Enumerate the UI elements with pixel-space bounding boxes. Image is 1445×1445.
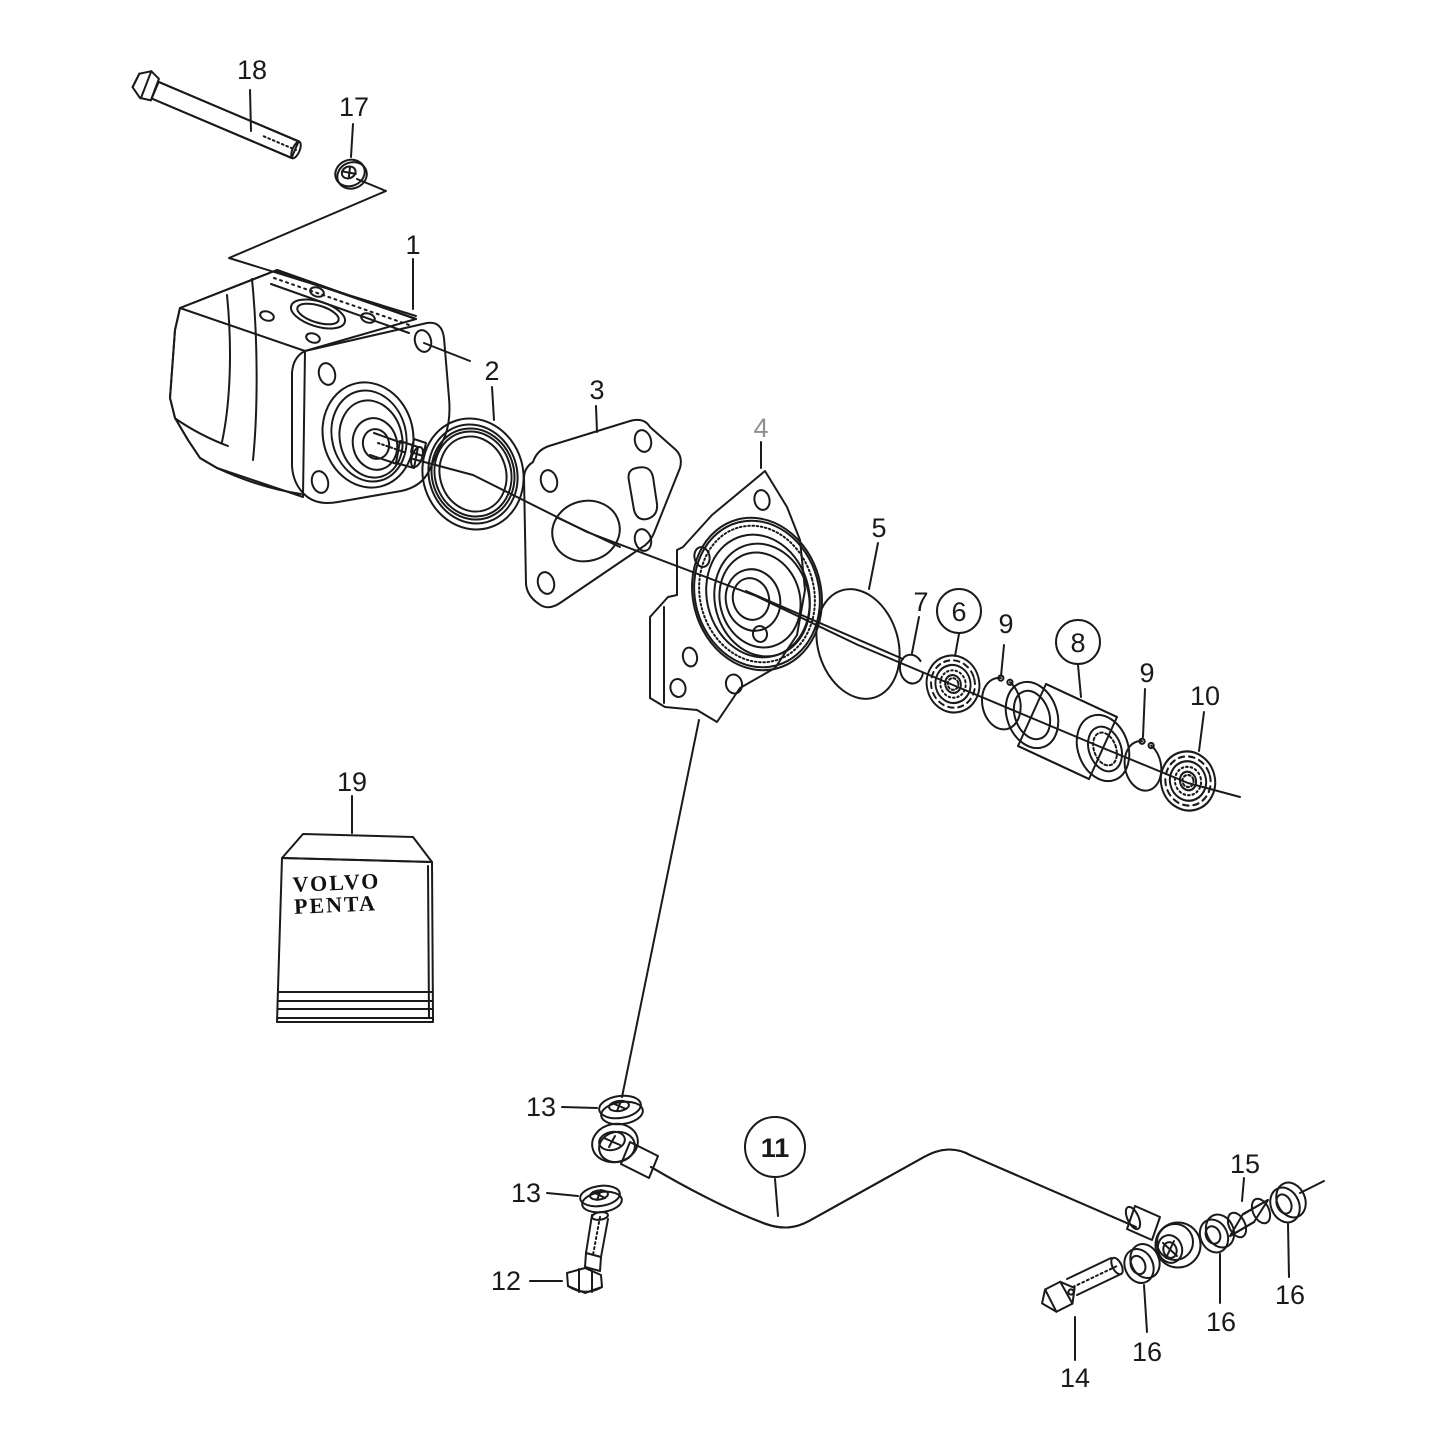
part-17-nut — [334, 158, 368, 190]
callout-8-circle[interactable] — [1055, 619, 1101, 665]
leader-flange-to-pipe — [621, 719, 700, 1098]
callout-4[interactable]: 4 — [753, 413, 768, 443]
part-1-pump-body — [169, 269, 451, 504]
part-16-washer-a — [1123, 1243, 1161, 1284]
part-6-drive-gear — [925, 654, 981, 714]
callout-18[interactable]: 18 — [237, 55, 267, 85]
callout-9a[interactable]: 9 — [998, 609, 1013, 639]
part-2-seal-ring — [421, 417, 525, 531]
callout-6-circle[interactable] — [936, 588, 982, 634]
callout-16b[interactable]: 16 — [1206, 1307, 1236, 1337]
callout-5[interactable]: 5 — [871, 513, 886, 543]
part-9-snap-ring-b — [1123, 737, 1163, 792]
callout-2[interactable]: 2 — [484, 356, 499, 386]
kit-box-brand-line2: PENTA — [293, 890, 377, 919]
callout-14[interactable]: 14 — [1060, 1363, 1090, 1393]
kit-box-brand-line1: VOLVO — [292, 868, 381, 897]
callout-15[interactable]: 15 — [1230, 1149, 1260, 1179]
leader-lines — [249, 89, 1290, 1361]
part-7-ring — [898, 653, 925, 685]
callout-7[interactable]: 7 — [913, 587, 928, 617]
callout-13a[interactable]: 13 — [526, 1092, 556, 1122]
axis-tick-right — [1299, 1180, 1325, 1194]
part-19-kit-box: VOLVO PENTA — [276, 833, 434, 1023]
part-8-coupling-sleeve — [1004, 680, 1131, 783]
part-16-washer-c — [1269, 1181, 1307, 1224]
part-5-o-ring — [815, 588, 901, 700]
callout-8[interactable]: 8 — [1070, 628, 1085, 658]
part-3-gasket — [523, 418, 682, 609]
callout-19[interactable]: 19 — [337, 767, 367, 797]
part-13-washer-b — [579, 1184, 623, 1214]
callout-3[interactable]: 3 — [589, 375, 604, 405]
part-15-spacer — [1226, 1197, 1272, 1239]
callout-12[interactable]: 12 — [491, 1266, 521, 1296]
part-13-washer-a — [598, 1094, 644, 1126]
callout-10[interactable]: 10 — [1190, 681, 1220, 711]
part-12-banjo-bolt — [566, 1211, 609, 1294]
callout-labels: 18 17 1 2 3 4 5 7 6 9 8 9 10 19 13 13 12… — [237, 55, 1305, 1393]
part-18-hex-bolt — [131, 70, 302, 160]
part-16-washer-b — [1198, 1213, 1236, 1254]
part-10-gear — [1159, 750, 1217, 812]
callout-6[interactable]: 6 — [951, 597, 966, 627]
callout-1[interactable]: 1 — [405, 230, 420, 260]
callout-9b[interactable]: 9 — [1139, 658, 1154, 688]
callout-16c[interactable]: 16 — [1275, 1280, 1305, 1310]
part-4-adapter-flange — [649, 470, 904, 723]
callout-11-highlight-circle[interactable] — [744, 1116, 806, 1178]
callout-11[interactable]: 11 — [761, 1133, 790, 1163]
callout-17[interactable]: 17 — [339, 92, 369, 122]
callout-13b[interactable]: 13 — [511, 1178, 541, 1208]
part-14-banjo-bolt — [1041, 1256, 1124, 1313]
callout-16a[interactable]: 16 — [1132, 1337, 1162, 1367]
part-11-oil-pipe — [591, 1122, 1202, 1269]
